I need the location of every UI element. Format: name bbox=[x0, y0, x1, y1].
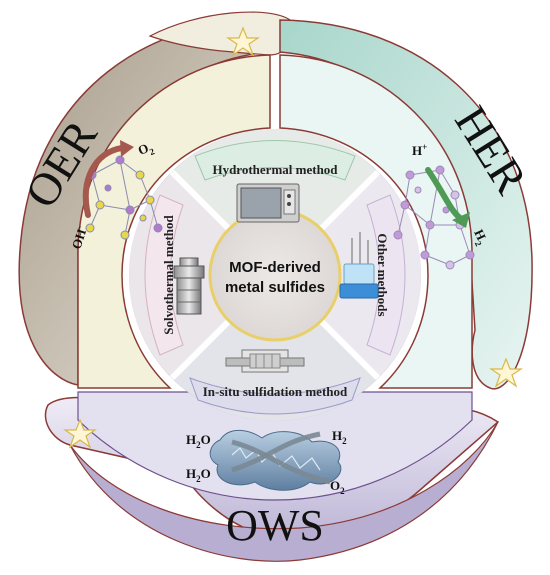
oer-reactant: OH- bbox=[68, 224, 90, 251]
her-sector bbox=[279, 54, 473, 389]
star-icon bbox=[63, 418, 97, 449]
method-label-left: Solvothermal method bbox=[161, 214, 176, 334]
oer-product: O2 bbox=[136, 139, 156, 161]
center-title-line2: metal sulfides bbox=[225, 279, 325, 296]
method-banner-top bbox=[194, 140, 356, 181]
curved-arrow-icon bbox=[82, 145, 125, 218]
method-label-right: Other methods bbox=[375, 233, 390, 316]
oven-icon bbox=[236, 183, 300, 223]
autoclave-icon bbox=[173, 257, 205, 315]
ows-product-bottom: O2 bbox=[330, 478, 345, 496]
her-reactant: H+ bbox=[412, 142, 427, 158]
ows-reactant-bottom: H2O bbox=[186, 466, 211, 484]
arrow-head-icon bbox=[120, 140, 134, 157]
mof-structure-icon bbox=[393, 165, 475, 270]
ows-bottom-arc bbox=[69, 421, 499, 562]
crossing-arrow-icon bbox=[231, 439, 331, 485]
arrow-head-icon bbox=[452, 212, 470, 228]
oer-sector bbox=[77, 54, 271, 389]
star-icon bbox=[489, 357, 523, 388]
star-icon bbox=[226, 26, 260, 57]
curved-arrow-icon bbox=[425, 167, 463, 221]
method-banner-bottom bbox=[189, 377, 361, 415]
ows-reactant-top: H2O bbox=[186, 432, 211, 450]
method-banner-left bbox=[144, 194, 184, 356]
ows-title: OWS bbox=[226, 501, 324, 550]
furnace-icon bbox=[225, 349, 305, 373]
method-quadrant-bottom bbox=[172, 275, 378, 421]
method-label-top: Hydrothermal method bbox=[212, 162, 338, 177]
mof-structure-icon bbox=[85, 155, 163, 240]
beaker-icon bbox=[339, 232, 379, 299]
ows-product-top: H2 bbox=[332, 428, 347, 446]
method-label-bottom: In-situ sulfidation method bbox=[203, 384, 348, 399]
center-title-line1: MOF-derived bbox=[229, 259, 321, 276]
crossing-arrow-icon bbox=[231, 431, 321, 473]
